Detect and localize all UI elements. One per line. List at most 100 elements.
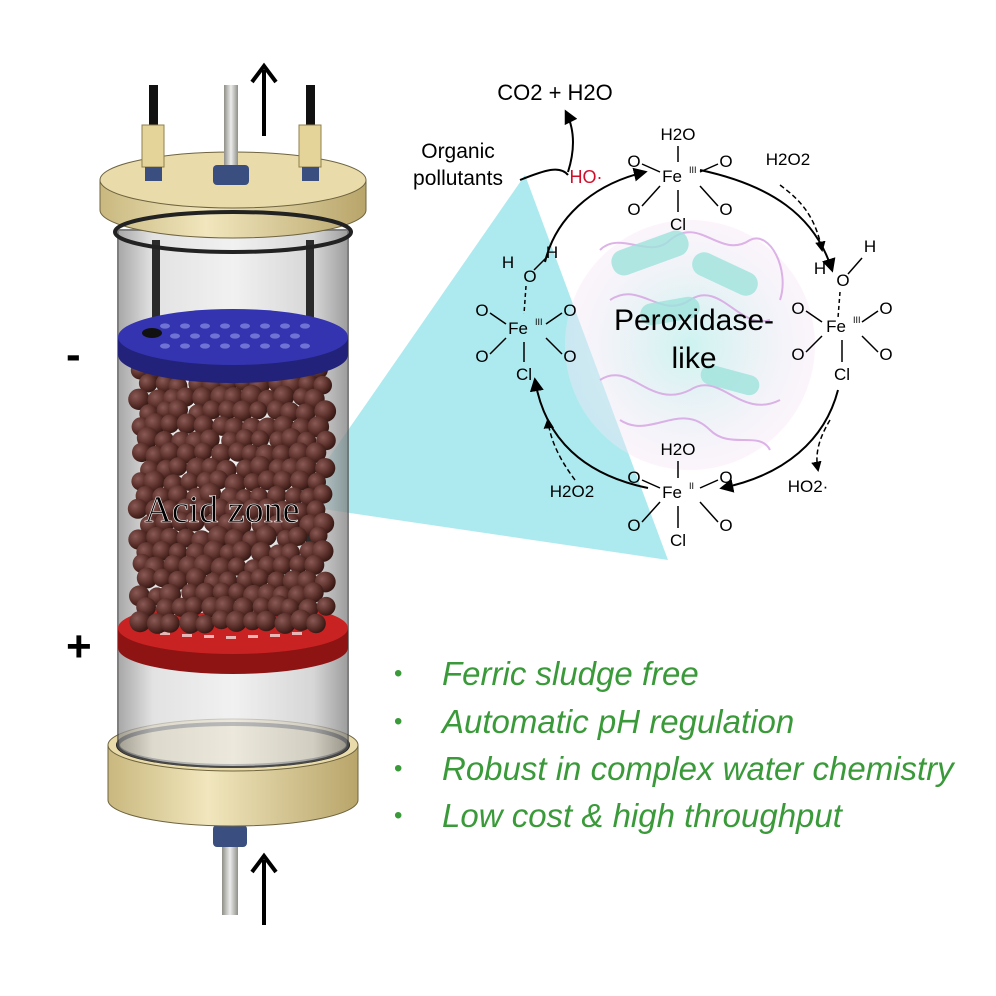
particle — [153, 568, 172, 588]
particle — [304, 554, 325, 575]
plate-hole — [170, 333, 180, 339]
benefit-item: •Automatic pH regulation — [392, 698, 972, 746]
svg-text:O: O — [791, 345, 804, 364]
particle — [195, 614, 215, 634]
svg-text:H: H — [546, 243, 558, 262]
svg-text:O: O — [627, 200, 640, 219]
particle — [160, 613, 180, 633]
plate-hole — [180, 343, 190, 349]
particle — [284, 487, 304, 506]
cathode-plate — [118, 309, 348, 383]
svg-text:O: O — [563, 347, 576, 366]
svg-text:Fe: Fe — [508, 319, 528, 338]
particle — [184, 596, 204, 616]
svg-text:O: O — [627, 516, 640, 535]
particle — [257, 470, 278, 491]
particle — [242, 498, 264, 520]
plate-hole — [240, 343, 250, 349]
plate-hole — [200, 323, 210, 329]
inflow-arrow — [250, 852, 278, 925]
particle — [251, 430, 270, 449]
plate-hole — [220, 323, 230, 329]
particle — [313, 484, 333, 504]
particle — [273, 470, 293, 491]
plate-hole — [300, 343, 310, 349]
left-electrode-fitting — [141, 85, 165, 181]
plate-hole — [240, 323, 250, 329]
svg-text:O: O — [719, 200, 732, 219]
particle — [243, 473, 262, 492]
bottom-outlet-rod — [222, 830, 238, 915]
particle — [199, 482, 221, 505]
protein-helices — [611, 230, 760, 396]
svg-text:O: O — [879, 299, 892, 318]
particle — [255, 610, 277, 632]
particle — [272, 555, 292, 575]
plate-hole — [290, 333, 300, 339]
cathode-sign: - — [66, 330, 81, 379]
particle — [249, 401, 268, 420]
particle — [243, 611, 262, 631]
anode-sign: + — [66, 622, 92, 671]
acid-zone-label: Acid zone — [144, 489, 299, 531]
particle — [228, 583, 247, 602]
plate-hole — [180, 323, 190, 329]
fe-complex-left: H O H Fe III Cl O O O O — [475, 243, 576, 384]
svg-text:Cl: Cl — [670, 531, 686, 550]
plate-hole — [270, 333, 280, 339]
particle — [274, 612, 296, 634]
particle — [127, 498, 148, 519]
bullet-icon: • — [394, 802, 403, 829]
svg-text:Fe: Fe — [662, 483, 682, 502]
plate-hole — [160, 323, 170, 329]
plate-hole — [300, 323, 310, 329]
particle — [290, 470, 311, 491]
particle — [180, 472, 199, 491]
center-label-line1: Peroxidase- — [614, 304, 774, 337]
peroxidase-cycle: CO2 + H2O Organic pollutants HO· Peroxid… — [413, 80, 893, 550]
ho2-radical-label: HO2· — [788, 477, 829, 496]
particle — [176, 413, 198, 434]
particle — [255, 525, 277, 547]
svg-text:O: O — [719, 152, 732, 171]
benefit-item: •Ferric sludge free — [392, 650, 972, 698]
svg-text:Fe: Fe — [662, 167, 682, 186]
particle — [138, 373, 158, 393]
particle — [168, 457, 188, 476]
svg-text:O: O — [627, 468, 640, 487]
svg-text:III: III — [535, 317, 543, 327]
plate-hole — [260, 343, 270, 349]
plate-hole — [260, 323, 270, 329]
plate-hole — [280, 343, 290, 349]
particle — [315, 458, 336, 479]
h2o2-in-arrow-left — [543, 417, 576, 481]
particle — [194, 442, 213, 461]
top-outlet — [213, 85, 249, 185]
svg-text:H2O: H2O — [661, 125, 696, 144]
plate-hole — [280, 323, 290, 329]
particle — [211, 443, 232, 464]
plate-hole — [190, 333, 200, 339]
svg-text:O: O — [475, 301, 488, 320]
particle — [202, 400, 222, 420]
benefit-item: •Low cost & high throughput — [392, 792, 972, 840]
particle — [152, 540, 173, 561]
svg-text:II: II — [689, 481, 694, 491]
plate-hole — [200, 343, 210, 349]
svg-text:O: O — [879, 345, 892, 364]
particle — [316, 596, 336, 616]
particle — [250, 568, 270, 587]
particle — [159, 442, 180, 463]
product-arrow — [564, 109, 578, 173]
svg-text:III: III — [853, 315, 861, 325]
particle — [232, 541, 253, 562]
plate-hole — [250, 333, 260, 339]
svg-text:O: O — [627, 152, 640, 171]
fe-complex-top: H2O Fe III Cl O O O O — [627, 125, 732, 234]
plate-hole — [160, 343, 170, 349]
reactor: Acid zone — [99, 62, 367, 925]
svg-text:H2O: H2O — [661, 440, 696, 459]
svg-text:O: O — [836, 271, 849, 290]
svg-text:O: O — [563, 301, 576, 320]
